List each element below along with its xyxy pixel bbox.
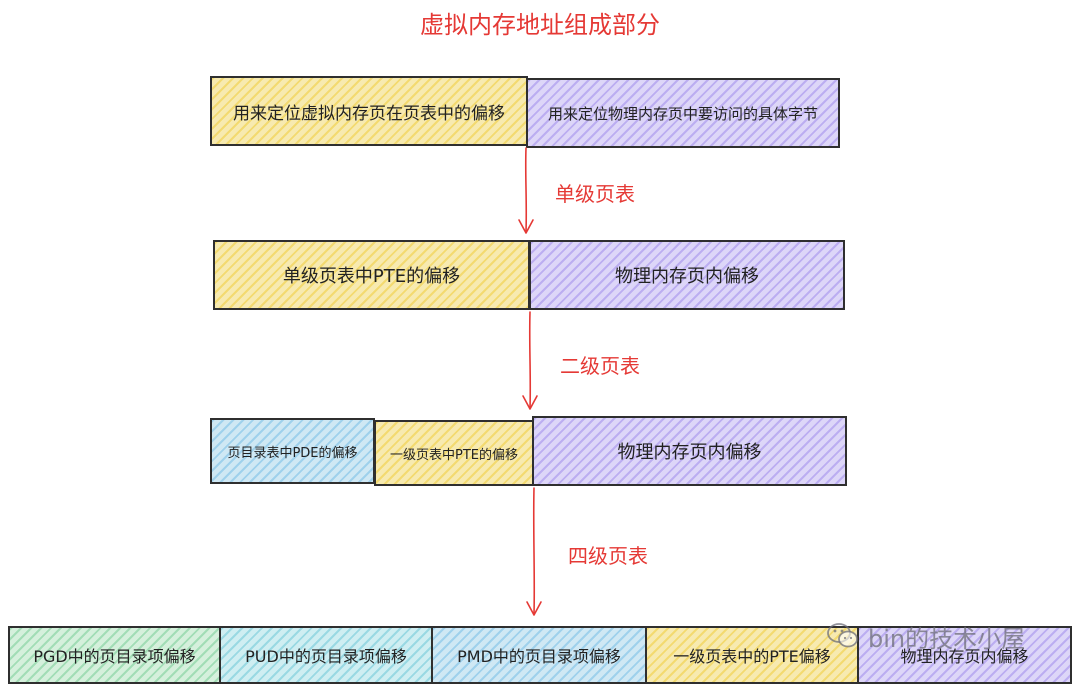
arrow-two-level [528, 311, 532, 409]
four-level-page-offset-box: 物理内存页内偏移 [857, 626, 1072, 684]
pgd-offset-box: PGD中的页目录项偏移 [8, 626, 221, 684]
four-level-pte-offset-box: 一级页表中的PTE偏移 [645, 626, 859, 684]
two-level-page-offset-box: 物理内存页内偏移 [532, 416, 847, 486]
page-offset-box: 用来定位物理内存页中要访问的具体字节 [526, 78, 840, 148]
four-level-label: 四级页表 [568, 544, 648, 568]
arrow-single-level-head [518, 219, 534, 234]
pud-offset-box: PUD中的页目录项偏移 [219, 626, 433, 684]
single-level-label: 单级页表 [555, 182, 635, 206]
pde-offset-box: 页目录表中PDE的偏移 [210, 418, 375, 484]
wechat-icon [827, 623, 858, 648]
single-level-pte-offset-box: 单级页表中PTE的偏移 [213, 240, 530, 310]
vpn-offset-box: 用来定位虚拟内存页在页表中的偏移 [210, 76, 528, 146]
arrow-four-level [532, 487, 536, 615]
arrow-four-level-head [526, 601, 542, 616]
two-level-label: 二级页表 [560, 354, 640, 378]
single-level-page-offset-box: 物理内存页内偏移 [529, 240, 845, 310]
diagram-title: 虚拟内存地址组成部分 [420, 11, 660, 39]
pmd-offset-box: PMD中的页目录项偏移 [431, 626, 647, 684]
watermark-text: bin的技术小屋 [868, 624, 1026, 653]
watermark: bin的技术小屋 [826, 618, 1025, 654]
two-level-pte-offset-box: 一级页表中PTE的偏移 [374, 420, 534, 486]
arrow-two-level-head [522, 395, 538, 410]
arrow-single-level [524, 147, 528, 233]
